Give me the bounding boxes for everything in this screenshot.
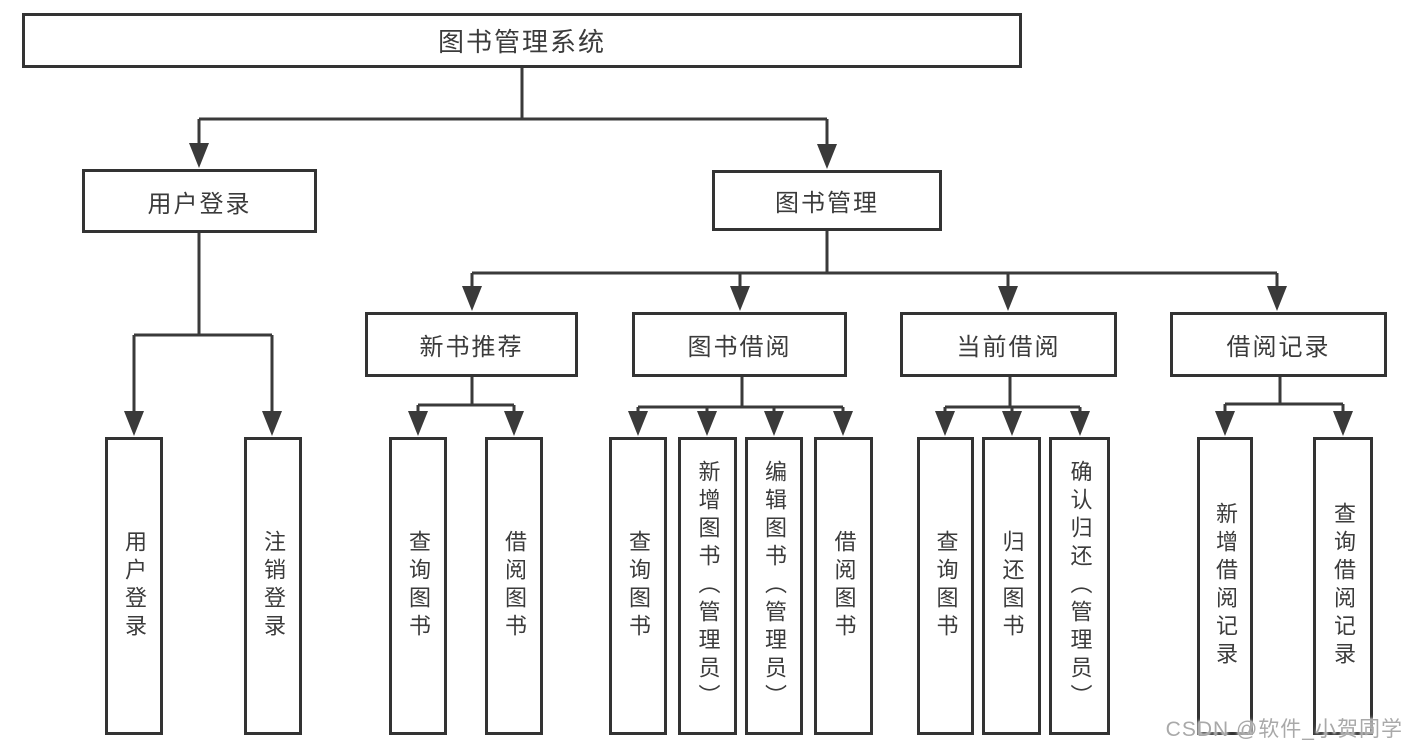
leaf-confirm-return-admin: 确认归还（管理员） [1049, 437, 1110, 735]
arrowhead [504, 411, 524, 436]
leaf-query-borrow-record: 查询借阅记录 [1313, 437, 1373, 735]
csdn-watermark: CSDN @软件_小贺同学 [1165, 718, 1403, 741]
arrowhead [730, 286, 750, 311]
node-borrowing-records: 借阅记录 [1170, 312, 1387, 377]
arrowhead [935, 411, 955, 436]
arrowhead [833, 411, 853, 436]
leaf-edit-books-admin: 编辑图书（管理员） [745, 437, 803, 735]
arrowhead [1215, 411, 1235, 436]
leaf-return-books: 归还图书 [982, 437, 1041, 735]
arrowhead [764, 411, 784, 436]
node-book-borrowing: 图书借阅 [632, 312, 847, 377]
node-new-book-recommend: 新书推荐 [365, 312, 578, 377]
leaf-add-books-admin: 新增图书（管理员） [678, 437, 737, 735]
arrowhead [462, 286, 482, 311]
arrowhead [817, 144, 837, 169]
leaf-borrow-books-recommend: 借阅图书 [485, 437, 543, 735]
arrowhead [998, 286, 1018, 311]
leaf-query-books-borrowing: 查询图书 [609, 437, 667, 735]
arrowhead [697, 411, 717, 436]
arrowhead [1070, 411, 1090, 436]
leaf-borrow-books: 借阅图书 [814, 437, 873, 735]
arrowhead [189, 143, 209, 168]
arrowhead [408, 411, 428, 436]
arrowhead [124, 411, 144, 436]
leaf-logout: 注销登录 [244, 437, 302, 735]
arrowheads [124, 143, 1353, 436]
leaf-add-borrow-record: 新增借阅记录 [1197, 437, 1253, 735]
arrowhead [1267, 286, 1287, 311]
leaf-user-login: 用户登录 [105, 437, 163, 735]
arrowhead [1333, 411, 1353, 436]
leaf-query-books-current: 查询图书 [917, 437, 974, 735]
arrowhead [628, 411, 648, 436]
arrowhead [1002, 411, 1022, 436]
node-current-borrowing: 当前借阅 [900, 312, 1117, 377]
leaf-query-books-recommend: 查询图书 [389, 437, 447, 735]
node-user-login-branch: 用户登录 [82, 169, 317, 233]
node-book-management-branch: 图书管理 [712, 170, 942, 231]
arrowhead [262, 411, 282, 436]
node-library-management-system: 图书管理系统 [22, 13, 1022, 68]
